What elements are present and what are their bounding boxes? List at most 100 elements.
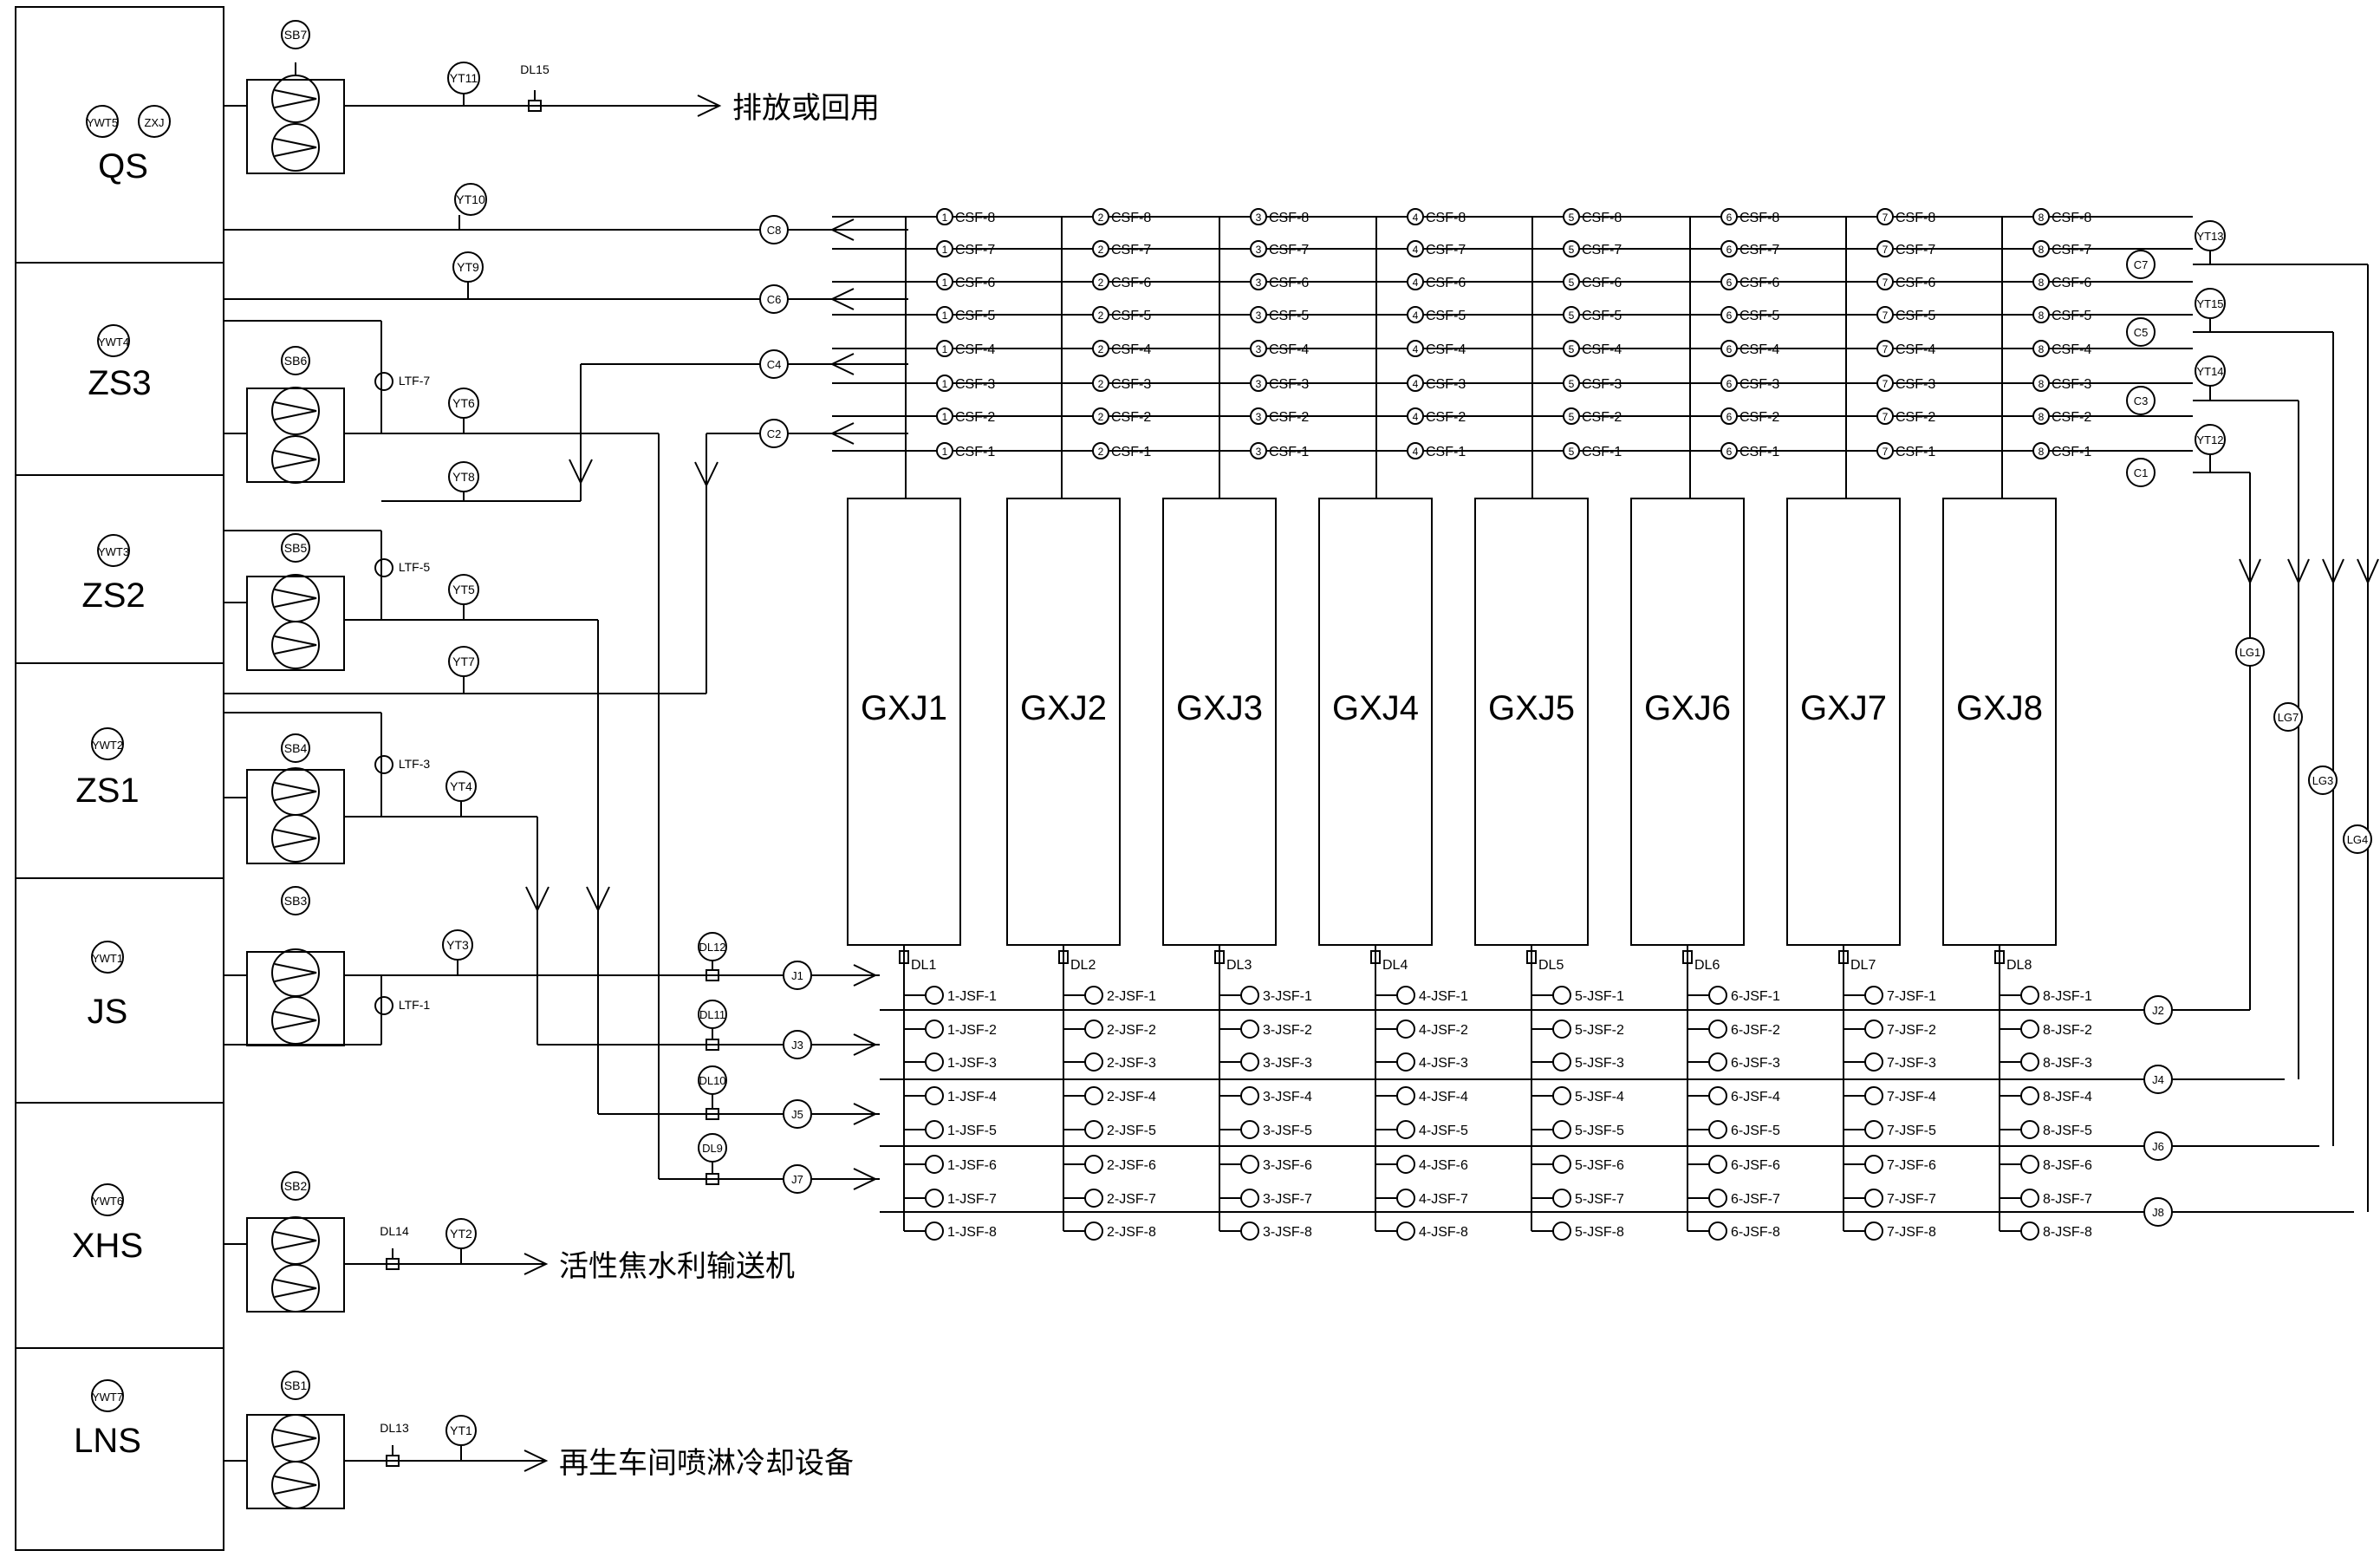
csf-valve-label: CSF-4 xyxy=(1111,342,1151,357)
valve-icon xyxy=(936,407,953,425)
flow-arrow xyxy=(853,964,878,987)
check-valve-icon xyxy=(374,558,393,577)
supply-inlets: DL12 J1 DL11 J3 DL10 J5 DL9 J7 xyxy=(698,932,878,1194)
jsf-valve-label: 1-JSF-5 xyxy=(947,1124,997,1138)
jsf-valve-label: 4-JSF-5 xyxy=(1419,1124,1468,1138)
flowmeter-label: DL3 xyxy=(1226,958,1252,973)
flow-arrow xyxy=(586,886,610,913)
valve-icon xyxy=(1092,375,1109,392)
gauge-label: YT5 xyxy=(452,583,475,596)
valve-icon xyxy=(1250,375,1267,392)
outlet-destination: 再生车间喷淋冷却设备 xyxy=(559,1447,854,1480)
flowmeter-tag xyxy=(698,932,727,961)
pump-tag-circle xyxy=(281,733,310,763)
valve-icon xyxy=(1552,1120,1571,1139)
tank-instrument-label: YWT4 xyxy=(98,336,129,349)
valve-number: 5 xyxy=(1569,378,1575,390)
gauge-label: YT8 xyxy=(452,470,475,484)
outlet-circle xyxy=(2126,317,2156,347)
level-sensor-circle xyxy=(86,105,119,138)
valve-number: 6 xyxy=(1726,411,1733,423)
valve-icon xyxy=(1084,1052,1103,1072)
jsf-valve-label: 7-JSF-5 xyxy=(1887,1124,1936,1138)
flowmeter-label: DL11 xyxy=(699,1008,725,1021)
valve-number: 7 xyxy=(1883,446,1889,458)
supply-circle xyxy=(2143,1065,2173,1094)
flowmeter-tag xyxy=(2343,824,2372,854)
valve-number: 1 xyxy=(942,244,948,256)
return-circle xyxy=(759,349,789,379)
jsf-valve-label: 8-JSF-2 xyxy=(2043,1023,2092,1038)
tank-js: YWT1 JS xyxy=(88,941,127,1031)
csf-valve-label: CSF-3 xyxy=(1739,377,1779,392)
pump-tag-circle xyxy=(281,886,310,915)
valve-number: 5 xyxy=(1569,309,1575,322)
valve-icon xyxy=(1396,1155,1415,1174)
valve-icon xyxy=(1864,1086,1883,1105)
return-circles: C8 C6 C4 C2 xyxy=(759,215,855,448)
valve-number: 6 xyxy=(1726,446,1733,458)
jsf-valve-label: 6-JSF-5 xyxy=(1731,1124,1780,1138)
csf-valve-label: CSF-8 xyxy=(1426,211,1466,225)
csf-valve-label: CSF-5 xyxy=(1739,309,1779,323)
valve-icon xyxy=(2020,986,2039,1005)
valve-icon xyxy=(1708,986,1727,1005)
csf-valve-label: CSF-4 xyxy=(1896,342,1935,357)
valve-icon xyxy=(1876,340,1894,357)
valve-icon xyxy=(1084,1120,1103,1139)
pump-group-sb7: SB7 xyxy=(224,20,345,174)
gxj-unit-label: GXJ8 xyxy=(1956,689,2043,727)
jsf-valve-label: 7-JSF-2 xyxy=(1887,1023,1936,1038)
valve-icon xyxy=(1084,1221,1103,1241)
level-sensor-circle xyxy=(91,727,124,760)
supply-circle xyxy=(2143,995,2173,1025)
valve-icon xyxy=(1396,986,1415,1005)
pump-tag-circle xyxy=(281,346,310,375)
pump-label: SB6 xyxy=(284,354,308,368)
valve-icon xyxy=(1092,340,1109,357)
valve-number: 4 xyxy=(1413,212,1419,224)
valve-number: 2 xyxy=(1098,378,1104,390)
valve-icon xyxy=(1552,986,1571,1005)
pump-label: SB2 xyxy=(284,1179,308,1193)
flowmeter-tag xyxy=(698,1133,727,1163)
supply-circle-label: J2 xyxy=(2152,1004,2164,1017)
valve-icon xyxy=(1720,442,1738,459)
valve-icon xyxy=(1720,240,1738,257)
flow-arrow xyxy=(853,1033,878,1056)
valve-icon xyxy=(1396,1120,1415,1139)
pump-label: SB4 xyxy=(284,741,308,755)
flowmeter-tag xyxy=(698,1065,727,1095)
check-valve-icon xyxy=(374,372,393,391)
pump-icon xyxy=(271,574,320,622)
gauge-label: YT7 xyxy=(452,655,475,668)
csf-valve-label: CSF-8 xyxy=(1111,211,1151,225)
valve-icon xyxy=(1396,1086,1415,1105)
jsf-valve-grid: 1-JSF-11-JSF-21-JSF-31-JSF-41-JSF-51-JSF… xyxy=(880,986,2354,1241)
flow-arrow xyxy=(829,288,855,310)
check-valve-label: LTF-1 xyxy=(399,998,431,1012)
distribution-risers xyxy=(525,363,908,1180)
csf-valve-label: CSF-2 xyxy=(1269,410,1309,425)
valve-icon xyxy=(1864,1221,1883,1241)
valve-number: 6 xyxy=(1726,277,1733,289)
csf-valve-label: CSF-6 xyxy=(1896,276,1935,290)
csf-valve-label: CSF-5 xyxy=(1111,309,1151,323)
csf-valve-label: CSF-6 xyxy=(955,276,995,290)
pump-symbol xyxy=(274,589,317,608)
valve-number: 4 xyxy=(1413,411,1419,423)
jsf-valve-label: 7-JSF-7 xyxy=(1887,1192,1936,1207)
valve-icon xyxy=(925,1189,944,1208)
gauge-label: YT10 xyxy=(456,192,485,206)
jsf-valve-label: 7-JSF-1 xyxy=(1887,989,1936,1004)
jsf-valve-label: 1-JSF-2 xyxy=(947,1023,997,1038)
pump-group-sb6: SB6 xyxy=(224,346,345,484)
valve-number: 8 xyxy=(2039,277,2045,289)
valve-number: 7 xyxy=(1883,244,1889,256)
valve-icon xyxy=(1720,375,1738,392)
flowmeter-symbol xyxy=(1838,950,1849,964)
valve-icon xyxy=(2032,208,2050,225)
jsf-valve-label: 4-JSF-4 xyxy=(1419,1090,1468,1104)
valve-number: 2 xyxy=(1098,309,1104,322)
valve-icon xyxy=(1250,340,1267,357)
